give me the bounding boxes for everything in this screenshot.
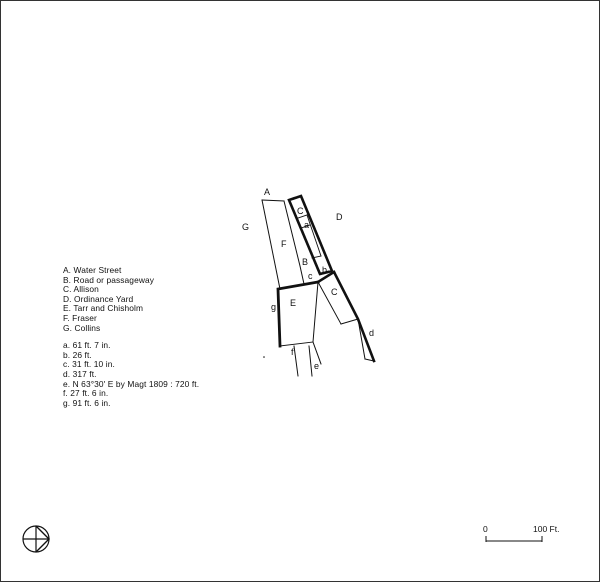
legend-item-a: A. Water Street <box>63 265 122 275</box>
label-b-measure: b <box>322 265 327 275</box>
label-f-measure: f <box>291 347 294 357</box>
parcel-c-upper-inner-bottom <box>311 255 322 259</box>
line-e <box>308 345 313 377</box>
line-e-upper <box>312 341 322 365</box>
scale-bar <box>485 536 543 542</box>
label-e-tarr-chisholm: E <box>290 298 296 308</box>
legend-item-g: G. Collins <box>63 322 101 333</box>
label-a-water-street: A <box>264 187 270 197</box>
label-a-measure: a <box>304 220 309 230</box>
parcel-e-right <box>312 281 319 343</box>
label-d-measure: d <box>369 328 374 338</box>
boundary-f-top <box>261 199 285 202</box>
boundary-b-thick <box>316 270 336 284</box>
label-b-road: B <box>302 257 308 267</box>
parcel-e-thick <box>276 280 320 348</box>
line-f <box>293 345 299 377</box>
measure-item-a: a. 61 ft. 7 in. <box>63 340 111 351</box>
parcel-c-upper-inner-line <box>306 214 322 257</box>
boundary-d-end <box>364 358 375 362</box>
legend-item-c: C. Allison <box>63 284 99 295</box>
measure-item-b: b. 26 ft. <box>63 349 92 360</box>
parcel-c-lower-bottom <box>340 318 359 325</box>
label-c-measure: c <box>308 271 313 281</box>
measure-item-d: d. 317 ft. <box>63 368 97 379</box>
measure-item-c: c. 31 ft. 10 in. <box>63 359 115 370</box>
parcel-e-bottom <box>279 341 314 347</box>
label-d-ordinance-yard: D <box>336 212 343 222</box>
legend-item-e: E. Tarr and Chisholm <box>63 303 144 314</box>
label-f-fraser: F <box>281 239 287 249</box>
boundary-d-thick <box>332 270 376 363</box>
boundary-g-f <box>261 199 281 290</box>
label-c-lower: C <box>331 287 338 297</box>
label-c-upper: C <box>297 206 304 216</box>
survey-dot <box>263 356 265 358</box>
parcel-c-upper-inner-top <box>297 214 308 219</box>
measure-item-g: g. 91 ft. 6 in. <box>63 397 111 408</box>
legend-item-f: F. Fraser <box>63 312 97 323</box>
parcel-c-upper-inner-mid <box>300 224 311 229</box>
boundary-f-b <box>283 200 305 285</box>
label-e-measure: e <box>314 361 319 371</box>
map-legend: A. Water Street B. Road or passageway C.… <box>63 265 283 408</box>
boundary-d-inner <box>357 318 366 360</box>
label-g-collins: G <box>242 222 249 232</box>
parcel-c-upper-dashed <box>287 194 334 276</box>
measure-item-f: f. 27 ft. 6 in. <box>63 388 109 399</box>
legend-item-b: B. Road or passageway <box>63 274 155 285</box>
parcel-c-lower-left <box>317 281 342 325</box>
label-g-measure: g <box>271 302 276 312</box>
scale-end-label: 100 Ft. <box>533 524 559 534</box>
compass-icon <box>22 525 50 553</box>
measure-item-e: e. N 63°30' E by Magt 1809 : 720 ft. <box>63 378 200 389</box>
scale-start-label: 0 <box>483 524 488 534</box>
legend-item-d: D. Ordinance Yard <box>63 293 134 304</box>
